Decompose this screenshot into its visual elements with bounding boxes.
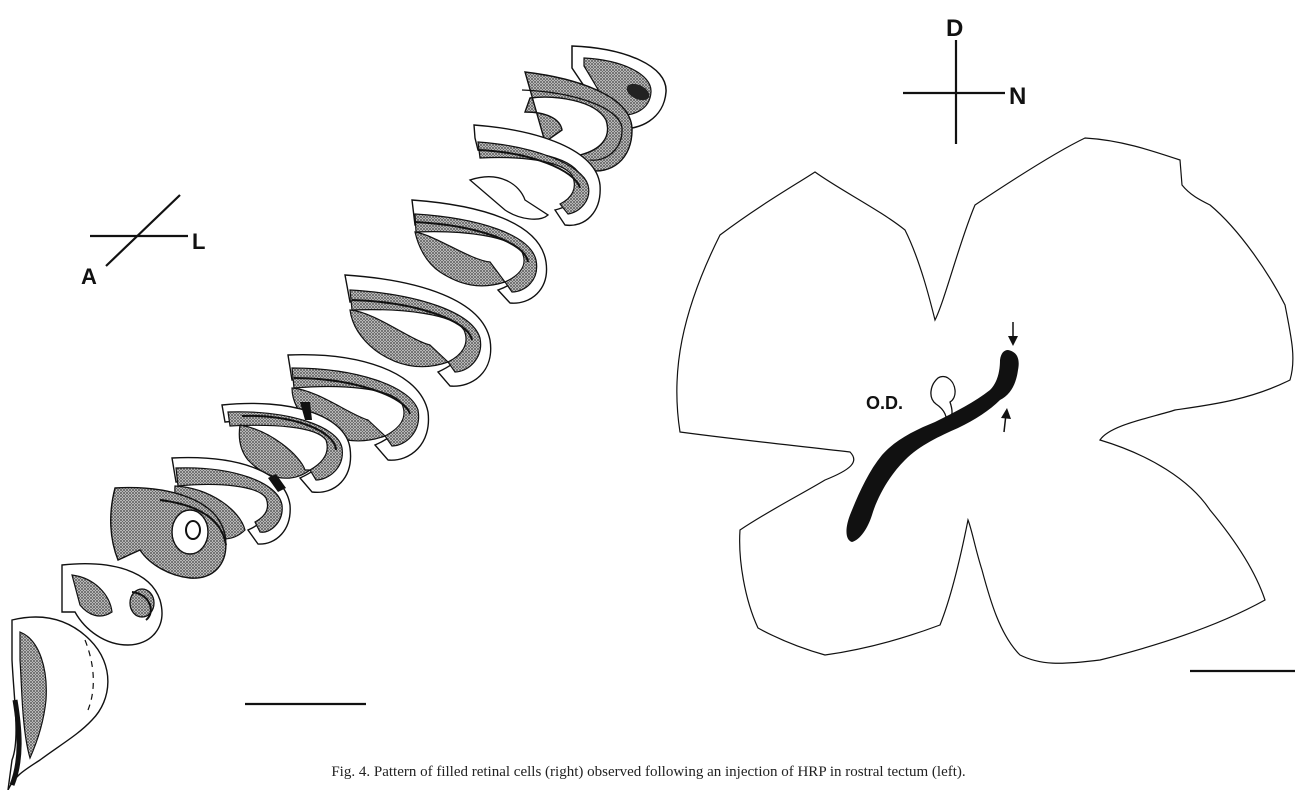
left-panel-tectum-sections: L A (8, 46, 666, 790)
label-l: L (192, 229, 205, 254)
orientation-cross-dn (903, 40, 1005, 144)
figure-caption: Fig. 4. Pattern of filled retinal cells … (0, 764, 1297, 781)
right-panel-retina: D N O.D. (677, 15, 1295, 671)
label-d: D (946, 15, 963, 42)
orientation-cross-al (90, 195, 188, 266)
label-n: N (1009, 83, 1026, 110)
label-od: O.D. (866, 393, 903, 413)
label-a: A (81, 264, 97, 289)
tectum-section-3 (470, 125, 600, 225)
